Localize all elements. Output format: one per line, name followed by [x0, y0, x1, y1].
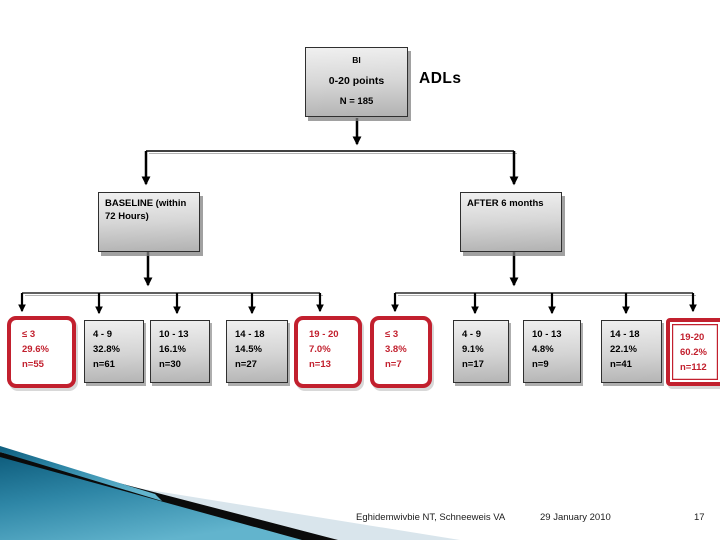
leaf-count: n=30: [159, 359, 181, 370]
leaf-range: 14 - 18: [235, 329, 265, 340]
leaf-percent: 3.8%: [385, 344, 407, 355]
leaf-box-baseline-le-3: ≤ 3 29.6% n=55: [7, 316, 76, 388]
leaf-count: n=7: [385, 359, 402, 370]
leaf-box-baseline-4-9: 4 - 9 32.8% n=61: [84, 320, 144, 383]
branch-node-baseline: BASELINE (within 72 Hours): [98, 192, 200, 252]
leaf-percent: 14.5%: [235, 344, 262, 355]
leaf-percent: 22.1%: [610, 344, 637, 355]
leaf-percent: 29.6%: [22, 344, 49, 355]
leaf-range: 19-20: [680, 332, 705, 343]
leaf-box-baseline-19-20: 19 - 20 7.0% n=13: [294, 316, 362, 388]
leaf-count: n=27: [235, 359, 257, 370]
leaf-box-after-14-18: 14 - 18 22.1% n=41: [601, 320, 662, 383]
leaf-percent: 16.1%: [159, 344, 186, 355]
adls-label: ADLs: [419, 70, 462, 87]
leaf-count: n=55: [22, 359, 44, 370]
slide-page-number: 17: [694, 512, 705, 523]
leaf-box-after-10-13: 10 - 13 4.8% n=9: [523, 320, 581, 383]
leaf-count: n=17: [462, 359, 484, 370]
leaf-count: n=61: [93, 359, 115, 370]
root-node-bi: BI 0-20 points N = 185: [305, 47, 408, 117]
leaf-count: n=112: [680, 362, 707, 373]
leaf-percent: 7.0%: [309, 344, 331, 355]
leaf-range: ≤ 3: [385, 329, 399, 340]
leaf-box-after-19-20: 19-20 60.2% n=112: [666, 318, 720, 386]
leaf-range: 10 - 13: [159, 329, 189, 340]
footer-date: 29 January 2010: [540, 512, 611, 523]
leaf-box-baseline-10-13: 10 - 13 16.1% n=30: [150, 320, 210, 383]
root-node-count: N = 185: [339, 96, 374, 107]
branch-after-label: AFTER 6 months: [467, 198, 544, 209]
leaf-range: 19 - 20: [309, 329, 339, 340]
leaf-range: 14 - 18: [610, 329, 640, 340]
root-node-range: 0-20 points: [328, 74, 385, 87]
leaf-count: n=9: [532, 359, 549, 370]
branch-node-after: AFTER 6 months: [460, 192, 562, 252]
leaf-percent: 60.2%: [680, 347, 707, 358]
leaf-range: 4 - 9: [93, 329, 113, 340]
leaf-box-after-4-9: 4 - 9 9.1% n=17: [453, 320, 509, 383]
leaf-range: ≤ 3: [22, 329, 36, 340]
leaf-percent: 9.1%: [462, 344, 484, 355]
root-node-title: BI: [352, 55, 361, 65]
leaf-range: 4 - 9: [462, 329, 482, 340]
footer-authors: Eghidemwivbie NT, Schneeweis VA: [356, 512, 506, 523]
leaf-box-after-le-3: ≤ 3 3.8% n=7: [370, 316, 432, 388]
leaf-box-baseline-14-18: 14 - 18 14.5% n=27: [226, 320, 288, 383]
leaf-percent: 32.8%: [93, 344, 120, 355]
leaf-range: 10 - 13: [532, 329, 562, 340]
leaf-percent: 4.8%: [532, 344, 554, 355]
branch-baseline-label: BASELINE (within 72 Hours): [105, 198, 187, 223]
leaf-count: n=41: [610, 359, 632, 370]
leaf-count: n=13: [309, 359, 331, 370]
